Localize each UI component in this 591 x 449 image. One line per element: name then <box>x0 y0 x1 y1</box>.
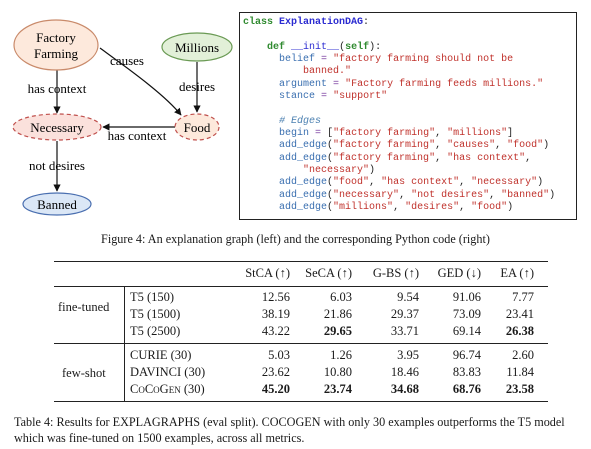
table-header-rule <box>54 286 548 287</box>
cell: 6.03 <box>330 290 352 304</box>
cell: 43.22 <box>261 324 290 338</box>
cell: 3.95 <box>397 348 419 362</box>
explanation-graph: Factory Farming Millions Necessary Food … <box>12 19 233 216</box>
node-banned-label: Banned <box>37 197 77 212</box>
python-code: class ExplanationDAG: def __init__(self)… <box>243 17 556 214</box>
header-seca: SeCA (↑) <box>305 266 352 280</box>
header-stca: StCA (↑) <box>245 266 290 280</box>
cell: 7.77 <box>512 290 534 304</box>
group-fine-tuned: fine-tuned <box>58 300 110 314</box>
node-factory-farming <box>13 19 99 71</box>
cell: 33.71 <box>390 324 419 338</box>
cell-best: 23.74 <box>323 382 352 396</box>
edge-label-not-desires: not desires <box>29 158 85 173</box>
node-food-label: Food <box>184 120 211 135</box>
cell-best: 26.38 <box>505 324 534 338</box>
cell: 69.14 <box>452 324 481 338</box>
table-caption: Table 4: Results for EXPLAGRAPHS (eval s… <box>14 415 565 445</box>
node-factory-farming-line1: Factory <box>36 30 76 45</box>
edge-label-desires: desires <box>179 79 215 94</box>
cell: 91.06 <box>452 290 481 304</box>
node-millions <box>161 32 233 62</box>
table-group-rule <box>54 343 548 344</box>
node-necessary <box>12 113 102 141</box>
header-ged: GED (↓) <box>437 266 481 280</box>
node-banned <box>22 192 92 216</box>
cell: 38.19 <box>261 307 290 321</box>
cell: 11.84 <box>506 365 534 379</box>
cell: 23.41 <box>505 307 534 321</box>
model-t5-2500: T5 (2500) <box>130 324 181 338</box>
cell: 9.54 <box>397 290 419 304</box>
table-top-rule <box>54 261 548 263</box>
cell: 96.74 <box>452 348 481 362</box>
node-food <box>174 113 220 141</box>
python-code-box: class ExplanationDAG: def __init__(self)… <box>239 12 577 220</box>
model-t5-1500: T5 (1500) <box>130 307 181 321</box>
edge-label-has-context-mid: has context <box>108 128 167 143</box>
node-millions-label: Millions <box>175 40 219 55</box>
table-bottom-rule <box>54 401 548 403</box>
cell-best: 68.76 <box>452 382 481 396</box>
model-cocogen: CoCoGen (30) <box>130 382 205 396</box>
header-gbs: G-BS (↑) <box>372 266 419 280</box>
cell: 73.09 <box>452 307 481 321</box>
cell: 2.60 <box>512 348 534 362</box>
node-necessary-label: Necessary <box>30 120 84 135</box>
cell: 10.80 <box>323 365 352 379</box>
model-davinci: DAVINCI (30) <box>130 365 206 379</box>
cell: 12.56 <box>261 290 290 304</box>
cell: 1.26 <box>330 348 352 362</box>
edge-causes <box>99 47 182 116</box>
model-curie: CURIE (30) <box>130 348 192 362</box>
cell-best: 34.68 <box>390 382 419 396</box>
cell: 5.03 <box>268 348 290 362</box>
cell: 21.86 <box>323 307 352 321</box>
node-factory-farming-line2: Farming <box>34 46 79 61</box>
table-vertical-rule <box>124 286 125 401</box>
cell: 23.62 <box>261 365 290 379</box>
figure-caption: Figure 4: An explanation graph (left) an… <box>101 232 490 246</box>
cell: 18.46 <box>390 365 419 379</box>
edge-label-has-context-left: has context <box>28 81 87 96</box>
header-ea: EA (↑) <box>500 266 534 280</box>
cell-best: 23.58 <box>505 382 534 396</box>
cell-best: 29.65 <box>323 324 352 338</box>
group-few-shot: few-shot <box>62 366 106 380</box>
cell: 29.37 <box>390 307 419 321</box>
edge-label-causes: causes <box>110 53 144 68</box>
model-t5-150: T5 (150) <box>130 290 175 304</box>
cell: 83.83 <box>452 365 481 379</box>
cell-best: 45.20 <box>261 382 290 396</box>
